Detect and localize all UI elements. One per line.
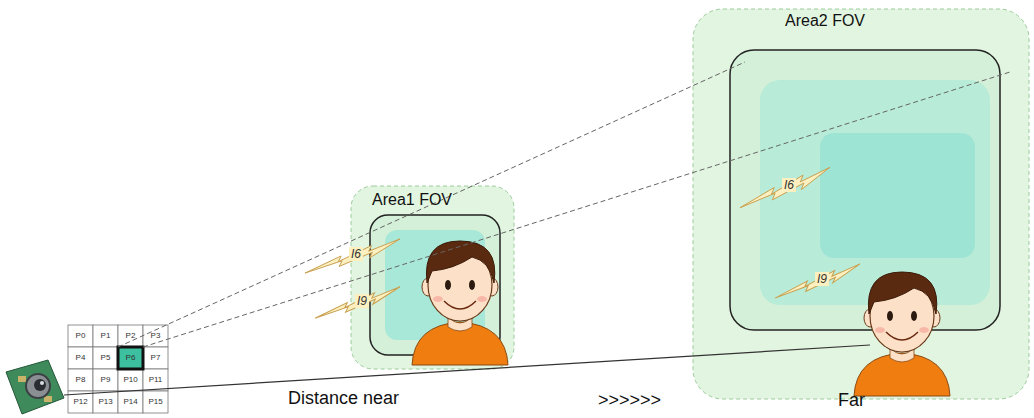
pixel-label: P12 xyxy=(68,391,93,413)
bolt-label: I9 xyxy=(815,272,829,286)
pixel-label: P7 xyxy=(143,347,168,369)
fov-ray xyxy=(118,62,745,347)
pixel-label: P10 xyxy=(118,369,143,391)
bolt-label: I6 xyxy=(349,247,363,261)
pixel-cell xyxy=(118,325,143,347)
pixel-cell xyxy=(143,347,168,369)
axis-line xyxy=(64,345,870,395)
pixel-cell xyxy=(68,325,93,347)
pixel-label: P2 xyxy=(118,325,143,347)
pixel-label: P3 xyxy=(143,325,168,347)
pixel-cell xyxy=(143,391,168,413)
pixel-label: P0 xyxy=(68,325,93,347)
pixel-label: P8 xyxy=(68,369,93,391)
area-title: Area2 FOV xyxy=(785,12,865,30)
pixel-label: P13 xyxy=(93,391,118,413)
pixel-cell xyxy=(93,325,118,347)
pixel-label: P5 xyxy=(93,347,118,369)
fov-area: Area1 FOV I6I9 xyxy=(350,185,515,370)
fov-area: Area2 FOV I6I9 xyxy=(692,8,1030,400)
signal-bolt: I6 xyxy=(740,165,830,210)
pixel-label: P15 xyxy=(143,391,168,413)
pixel-label: P1 xyxy=(93,325,118,347)
fov-ray xyxy=(143,72,1010,347)
signal-bolt: I9 xyxy=(775,262,860,300)
pixel-label: P9 xyxy=(93,369,118,391)
fov-outline xyxy=(692,8,1030,400)
pixel-cell xyxy=(93,369,118,391)
signal-bolt: I9 xyxy=(315,285,400,320)
pixel-cell xyxy=(68,369,93,391)
selected-pixel xyxy=(118,347,143,369)
direction-arrows: >>>>>> xyxy=(598,390,661,411)
pixel-cell xyxy=(118,369,143,391)
pixel-label: P4 xyxy=(68,347,93,369)
pixel-cell xyxy=(68,347,93,369)
pixel-label: P11 xyxy=(143,369,168,391)
pixel-label: P14 xyxy=(118,391,143,413)
fov-outline xyxy=(350,185,515,370)
pixel-cell xyxy=(118,391,143,413)
pixel-label: P6 xyxy=(118,347,143,369)
distance-label: Far xyxy=(838,390,865,411)
pixel-grid xyxy=(68,325,168,413)
pixel-cell xyxy=(143,325,168,347)
pixel-cell xyxy=(93,391,118,413)
distance-label: Distance near xyxy=(288,388,399,409)
pixel-cell xyxy=(93,347,118,369)
pixel-cell xyxy=(143,369,168,391)
camera-board xyxy=(6,360,64,414)
bolt-label: I9 xyxy=(355,294,369,308)
area-title: Area1 FOV xyxy=(372,191,452,209)
bolt-label: I6 xyxy=(782,178,796,192)
